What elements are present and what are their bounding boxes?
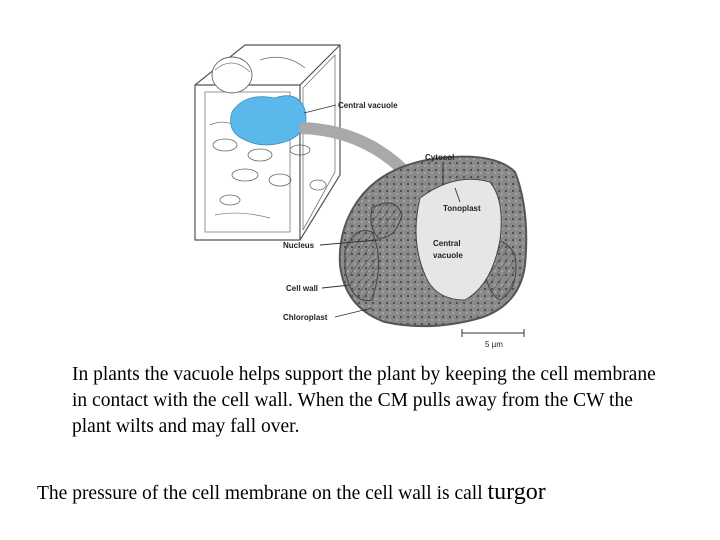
label-tonoplast: Tonoplast xyxy=(443,204,481,213)
label-cell-wall: Cell wall xyxy=(286,284,318,293)
label-scale-bar: 5 µm xyxy=(485,340,503,349)
turgor-term: turgor xyxy=(487,479,546,505)
leader-lines xyxy=(303,104,461,318)
central-vacuole-shape xyxy=(230,95,307,146)
label-central-vacuole: Central vacuole xyxy=(338,101,398,110)
label-central-micro-2: vacuole xyxy=(433,251,463,260)
cell-micrograph xyxy=(338,155,528,328)
label-nucleus: Nucleus xyxy=(283,241,315,250)
micrograph-central-vacuole xyxy=(415,178,502,301)
label-chloroplast: Chloroplast xyxy=(283,313,328,322)
caption-text: In plants the vacuole helps support the … xyxy=(72,364,656,437)
turgor-statement-text: The pressure of the cell membrane on the… xyxy=(37,483,483,504)
label-central-micro-1: Central xyxy=(433,239,461,248)
turgor-statement: The pressure of the cell membrane on the… xyxy=(37,478,717,508)
plant-cell-diagram: Central vacuole Cytosol Tonoplast Centra… xyxy=(194,44,528,349)
label-cytosol: Cytosol xyxy=(425,153,454,162)
